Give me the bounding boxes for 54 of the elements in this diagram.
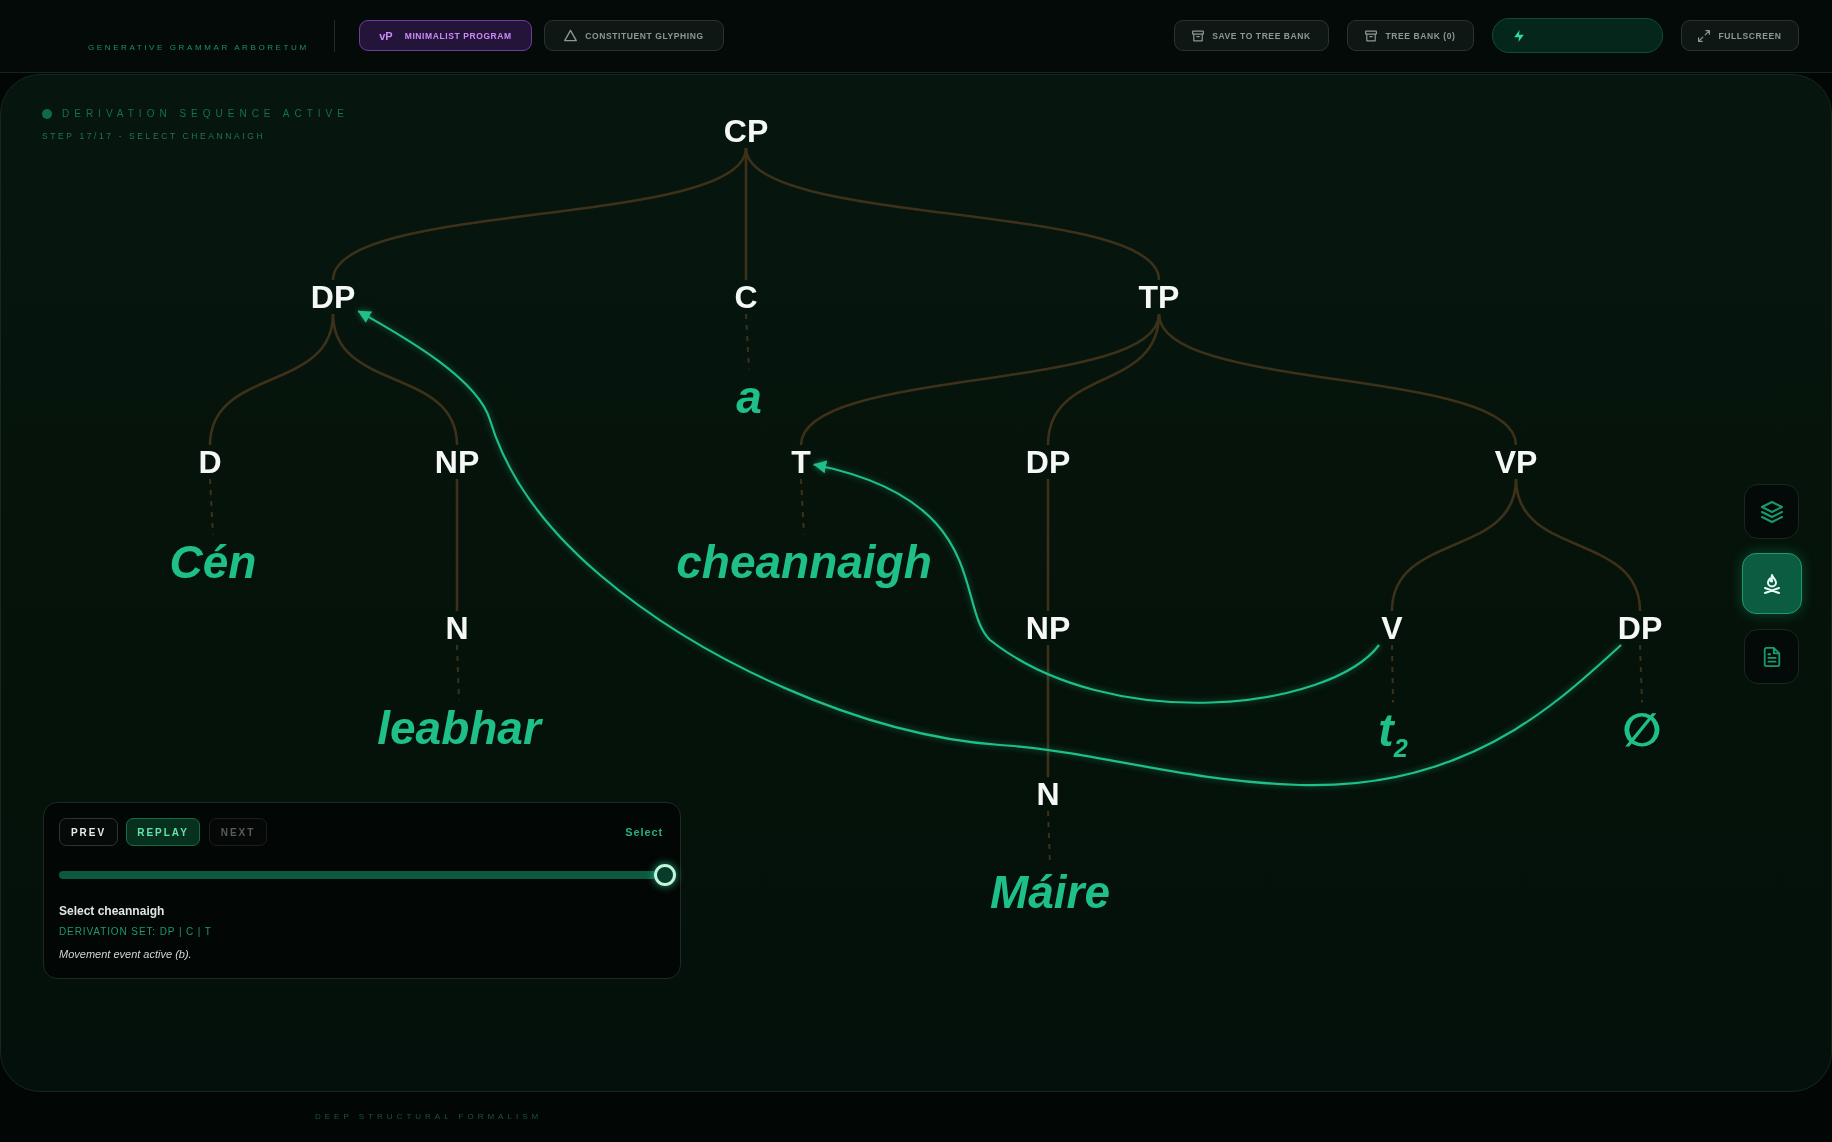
tree-branch-line xyxy=(1157,313,1518,446)
syntax-category-label: DP xyxy=(1614,611,1666,645)
dashed-branch-line xyxy=(745,313,750,371)
tree-branch-line xyxy=(1046,645,1050,777)
tree-branch-line xyxy=(799,313,1161,446)
syntax-category-label: D xyxy=(195,445,225,479)
dashed-branch-line xyxy=(1639,644,1643,704)
syntax-category-label: NP xyxy=(1022,611,1074,645)
derivation-set-text: DERIVATION SET: DP | C | T xyxy=(59,926,212,937)
dashed-branch-line xyxy=(800,478,805,536)
glyphing-button: CONSTITUENT GLYPHING xyxy=(544,20,724,51)
word-label: t$_{2}$ xyxy=(1375,702,1411,758)
tree-branch-line xyxy=(744,147,1161,281)
replay-button: REPLAY xyxy=(126,818,200,846)
mode-button: vP MINIMALIST PROGRAM xyxy=(359,20,532,51)
syntax-category-label: N xyxy=(442,611,472,645)
movement-arrow xyxy=(813,461,1380,704)
syntax-category-label: VP xyxy=(1491,445,1541,479)
save-button: SAVE TO TREE BANK xyxy=(1174,20,1329,51)
movement-arrow xyxy=(357,310,1622,787)
word-label: a xyxy=(733,369,765,425)
tree-branch-line xyxy=(331,147,748,281)
syntax-category-label: DP xyxy=(307,280,359,314)
step-text: STEP 17/17 - SELECT CHEANNAIGH xyxy=(42,131,266,141)
tree-bank-button: TREE BANK (0) xyxy=(1347,20,1474,51)
word-label: leabhar xyxy=(374,700,544,756)
dashed-branch-line xyxy=(209,478,214,536)
mode-label: Select xyxy=(625,826,663,838)
tree-branch-line xyxy=(1046,479,1050,611)
syntax-category-label: NP xyxy=(431,445,483,479)
word-label: Cén xyxy=(166,534,260,590)
syntax-category-label: T xyxy=(788,445,814,479)
next-button: NEXT xyxy=(209,818,267,846)
tree-branch-line xyxy=(331,313,459,446)
word-label: Máire xyxy=(986,864,1114,920)
syntax-category-label: N xyxy=(1033,777,1063,811)
syntax-category-label: CP xyxy=(720,114,772,148)
fullscreen-button: FULLSCREEN xyxy=(1681,20,1799,51)
dashed-branch-line xyxy=(1391,644,1394,704)
dashed-branch-line xyxy=(456,644,460,702)
syntax-category-label: C xyxy=(731,280,761,314)
status-note: Movement event active (b). xyxy=(59,948,192,960)
prev-button: PREV xyxy=(59,818,118,846)
syntax-category-label: V xyxy=(1378,611,1406,645)
tagline-text: GENERATIVE GRAMMAR ARBORETUM xyxy=(88,43,309,52)
tree-branch-line xyxy=(1514,478,1642,612)
word-label: ∅ xyxy=(1619,702,1665,758)
syntax-category-label: TP xyxy=(1135,280,1183,314)
footer-text: DEEP STRUCTURAL FORMALISM xyxy=(315,1112,543,1121)
syntax-category-label: DP xyxy=(1022,445,1074,479)
status-text: DERIVATION SEQUENCE ACTIVE xyxy=(62,108,349,120)
tree-branch-line xyxy=(455,479,459,611)
word-label: cheannaigh xyxy=(673,534,935,590)
step-title: Select cheannaigh xyxy=(59,904,165,918)
